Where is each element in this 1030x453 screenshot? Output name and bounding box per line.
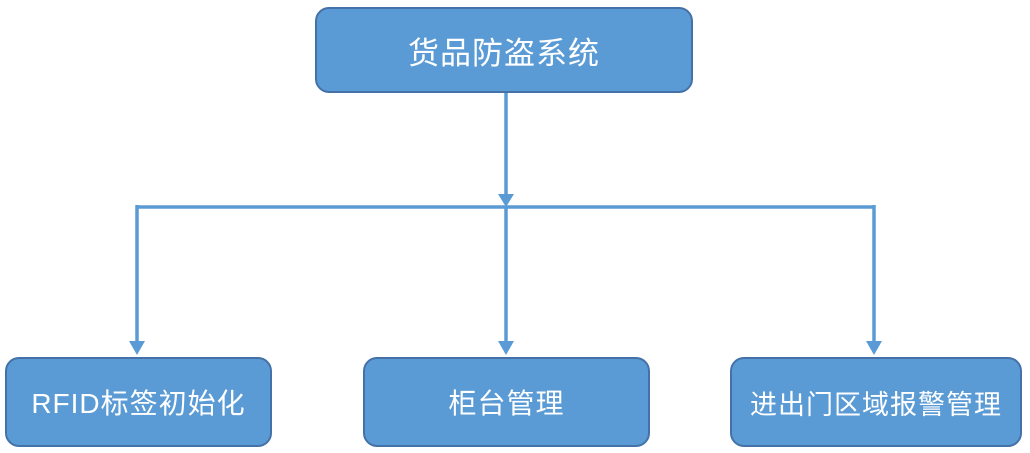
node-rfid-tag-init-label: RFID标签初始化 <box>31 388 246 419</box>
arrowhead-middle-child <box>498 341 514 355</box>
node-counter-management-label: 柜台管理 <box>448 388 565 419</box>
node-root: 货品防盗系统 <box>315 7 693 93</box>
arrowhead-right-child <box>866 341 882 355</box>
arrowhead-left-child <box>129 341 145 355</box>
node-rfid-tag-init: RFID标签初始化 <box>5 357 272 447</box>
node-entry-exit-alarm-management-label: 进出门区域报警管理 <box>750 389 1002 420</box>
arrowhead-root-rail <box>498 194 514 207</box>
node-counter-management: 柜台管理 <box>363 357 650 447</box>
node-root-label: 货品防盗系统 <box>408 35 600 71</box>
node-entry-exit-alarm-management: 进出门区域报警管理 <box>730 357 1022 447</box>
